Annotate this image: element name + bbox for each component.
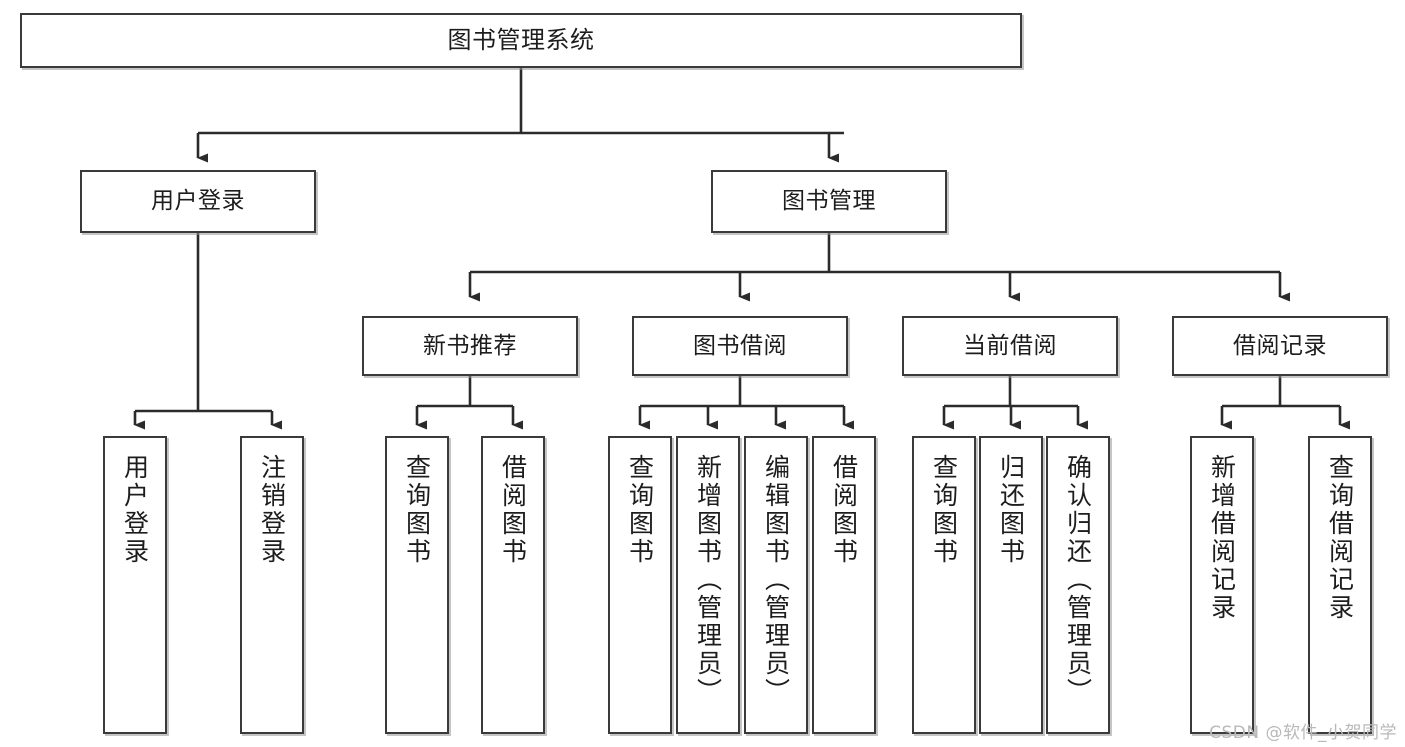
node-root-label: 图书管理系统 [447,25,595,54]
node-leaf-borrow-edit[interactable]: 编辑图书（管理员） [744,436,808,734]
node-leaf-user-login[interactable]: 用户登录 [103,436,167,734]
node-book-borrow-label: 图书借阅 [693,332,787,359]
node-leaf-borrow-add-label: 新增图书（管理员） [693,454,723,706]
node-user-login-label: 用户登录 [151,188,245,215]
node-book-manage-label: 图书管理 [782,188,876,215]
node-leaf-rec-add[interactable]: 新增借阅记录 [1190,436,1254,734]
node-book-manage[interactable]: 图书管理 [711,170,947,233]
node-book-borrow[interactable]: 图书借阅 [632,316,848,376]
node-leaf-borrow-lend[interactable]: 借阅图书 [812,436,876,734]
node-leaf-cur-confirm[interactable]: 确认归还（管理员） [1046,436,1110,734]
node-leaf-rec-borrow-label: 借阅图书 [498,454,528,566]
node-leaf-cur-confirm-label: 确认归还（管理员） [1063,454,1093,706]
node-new-book-rec-label: 新书推荐 [423,332,517,359]
node-leaf-user-logout[interactable]: 注销登录 [240,436,304,734]
node-borrow-record-label: 借阅记录 [1233,332,1327,359]
csdn-watermark: CSDN @软件_小贺同学 [1209,723,1397,743]
node-leaf-rec-search[interactable]: 查询借阅记录 [1308,436,1372,734]
node-leaf-rec-query[interactable]: 查询图书 [385,436,449,734]
node-borrow-record[interactable]: 借阅记录 [1172,316,1388,376]
node-leaf-cur-query[interactable]: 查询图书 [912,436,976,734]
node-leaf-user-logout-label: 注销登录 [257,454,287,566]
node-leaf-cur-return-label: 归还图书 [996,454,1026,566]
node-leaf-borrow-query-label: 查询图书 [625,454,655,566]
node-current-borrow-label: 当前借阅 [963,332,1057,359]
node-new-book-rec[interactable]: 新书推荐 [362,316,578,376]
node-current-borrow[interactable]: 当前借阅 [902,316,1118,376]
node-leaf-cur-query-label: 查询图书 [929,454,959,566]
node-leaf-borrow-add[interactable]: 新增图书（管理员） [676,436,740,734]
node-leaf-borrow-query[interactable]: 查询图书 [608,436,672,734]
node-leaf-cur-return[interactable]: 归还图书 [979,436,1043,734]
node-root[interactable]: 图书管理系统 [20,13,1022,68]
node-leaf-rec-query-label: 查询图书 [402,454,432,566]
node-leaf-borrow-edit-label: 编辑图书（管理员） [761,454,791,706]
node-leaf-rec-borrow[interactable]: 借阅图书 [481,436,545,734]
node-leaf-borrow-lend-label: 借阅图书 [829,454,859,566]
node-leaf-user-login-label: 用户登录 [120,454,150,566]
node-leaf-rec-search-label: 查询借阅记录 [1325,454,1355,622]
node-leaf-rec-add-label: 新增借阅记录 [1207,454,1237,622]
node-user-login[interactable]: 用户登录 [80,170,316,233]
